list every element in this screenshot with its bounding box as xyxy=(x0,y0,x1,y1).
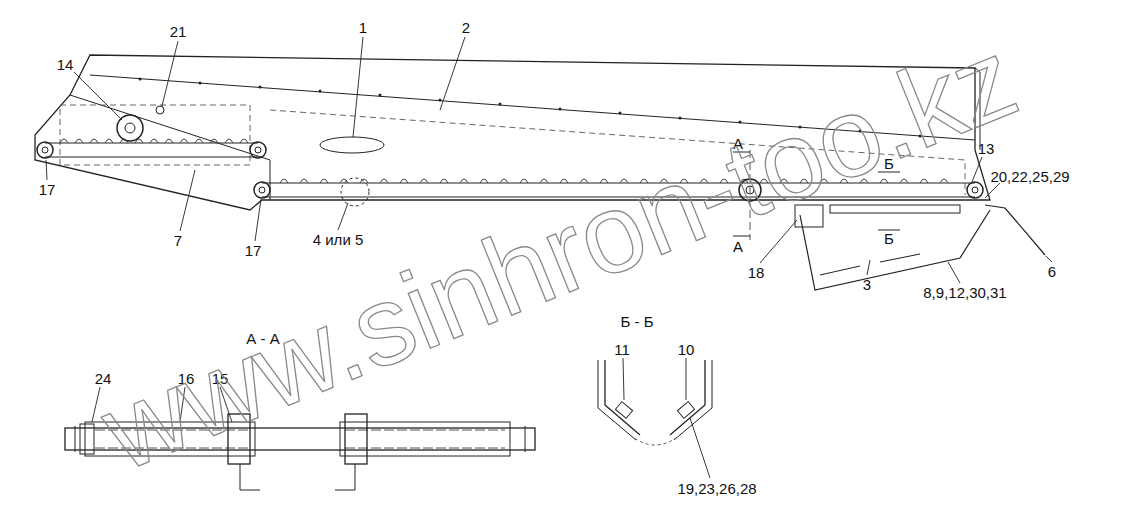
callout-number: 7 xyxy=(174,233,182,248)
callout-number: 21 xyxy=(170,24,187,39)
callout-number: 6 xyxy=(1048,264,1056,279)
section-title: Б - Б xyxy=(620,314,653,329)
callout-number: 2 xyxy=(462,20,470,35)
callout-number: 3 xyxy=(863,277,871,292)
callout-number: 10 xyxy=(678,342,695,357)
callout-number: 14 xyxy=(57,57,74,72)
section-mark: Б xyxy=(884,231,894,246)
callout-number: 8,9,12,30,31 xyxy=(923,285,1006,300)
callout-number: 20,22,25,29 xyxy=(990,169,1069,184)
callout-number: 17 xyxy=(39,182,56,197)
callout-number: 1 xyxy=(359,20,367,35)
callout-number: 17 xyxy=(245,243,262,258)
callout-number: 18 xyxy=(748,265,765,280)
callout-number: 19,23,26,28 xyxy=(677,481,756,496)
watermark: www.sinhron-too.kz xyxy=(89,21,1031,489)
callout-number: 4 или 5 xyxy=(313,232,364,247)
callout-number: 11 xyxy=(614,342,630,357)
